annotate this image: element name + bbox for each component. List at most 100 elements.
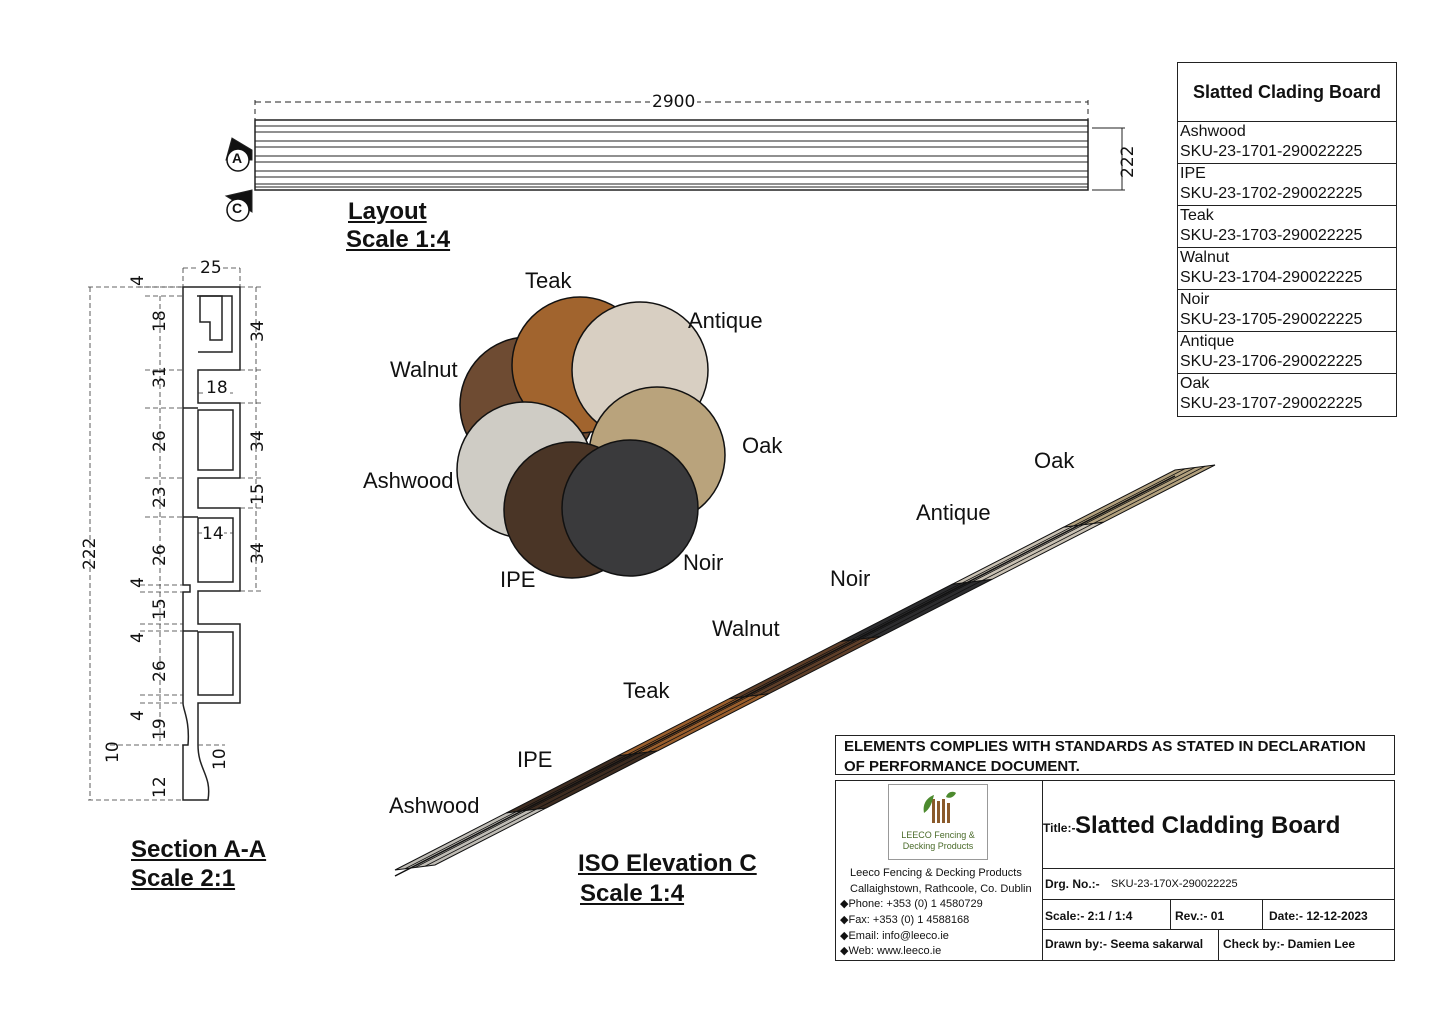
title-cell: Title:- Slatted Cladding Board [1043, 781, 1394, 869]
section-left-dim: 4 [128, 632, 148, 643]
company-address: Callaighstown, Rathcoole, Co. Dublin [850, 883, 1032, 895]
sku-code: SKU-23-1702-290022225 [1180, 185, 1363, 202]
company-logo: LEECO Fencing & Decking Products [888, 784, 988, 860]
scale-value: Scale:- 2:1 / 1:4 [1045, 909, 1133, 923]
swatch-noir [561, 439, 699, 577]
section-left-dim: 4 [128, 710, 148, 721]
swatch-label: IPE [500, 567, 536, 592]
sku-code: SKU-23-1705-290022225 [1180, 311, 1363, 328]
iso-bottom-edge [394, 475, 1176, 877]
iso-slat-line [1083, 467, 1196, 525]
layout-scale: Scale 1:4 [346, 226, 451, 253]
phone-line: ◆Phone: +353 (0) 1 4580729 [840, 897, 983, 912]
iso-slat-line [404, 811, 517, 870]
company-panel: LEECO Fencing & Decking Products Leeco F… [836, 781, 1043, 960]
section-left-dim: 18 [150, 310, 170, 332]
section-right-dim: 34 [248, 320, 268, 342]
section-left-dim: 4 [128, 275, 148, 286]
section-right-dim: 34 [248, 542, 268, 564]
length-dimension: 2900 [650, 92, 698, 112]
iso-slat-line [850, 582, 963, 641]
iso-marker-c: C [232, 200, 243, 216]
iso-slat-line [647, 694, 760, 753]
scale-cell: Scale:- 2:1 / 1:4 [1043, 900, 1171, 930]
leaf-logo-icon [923, 791, 956, 823]
sku-finish: Antique [1180, 333, 1235, 350]
iso-slat-line [981, 523, 1094, 581]
inner-dim-14: 14 [202, 524, 224, 544]
drawn-cell: Drawn by:- Seema sakarwal [1043, 930, 1219, 960]
section-right-dim: 10 [210, 748, 230, 770]
sku-code: SKU-23-1707-290022225 [1180, 395, 1363, 412]
drg-label: Drg. No.:- [1045, 877, 1100, 891]
web-line: ◆Web: www.leeco.ie [840, 944, 941, 959]
diamond-bullet-icon: ◆ [840, 898, 849, 910]
section-marker-a: A [232, 150, 243, 166]
section-profile [182, 286, 241, 801]
date-value: Date:- 12-12-2023 [1269, 909, 1368, 923]
iso-segment-label: Antique [916, 500, 991, 525]
section-left-dim: 23 [150, 486, 170, 508]
logo-text-2: Decking Products [902, 841, 974, 851]
check-cell: Check by:- Damien Lee [1219, 930, 1394, 960]
company-email: Email: info@leeco.ie [848, 930, 949, 942]
section-total-height: 222 [80, 537, 100, 570]
section-title: Section A-A [131, 836, 267, 863]
iso-segment-label: Teak [623, 678, 670, 703]
date-cell: Date:- 12-12-2023 [1263, 900, 1394, 930]
iso-slat-line [739, 639, 851, 698]
sku-finish: Oak [1180, 375, 1210, 392]
layout-board [224, 100, 1125, 222]
section-left-dim: 26 [150, 544, 170, 566]
iso-slat-line [860, 581, 973, 640]
iso-scale: Scale 1:4 [580, 880, 685, 907]
section-scale: Scale 2:1 [131, 865, 236, 892]
iso-board [394, 464, 1216, 877]
iso-slat-line [1073, 468, 1186, 527]
iso-slat-line [1093, 465, 1206, 524]
iso-slat-line [526, 752, 639, 811]
swatch-label: Noir [683, 550, 724, 575]
swatch-label: Ashwood [363, 468, 454, 493]
drawn-by: Drawn by:- Seema sakarwal [1045, 937, 1204, 951]
iso-slat-line [414, 810, 527, 868]
section-left-dim: 31 [150, 366, 170, 388]
sku-code: SKU-23-1704-290022225 [1180, 269, 1363, 286]
rev-cell: Rev.:- 01 [1171, 900, 1263, 930]
iso-slat-line [759, 637, 871, 696]
logo-text-1: LEECO Fencing & [901, 830, 975, 840]
iso-slat-line [961, 525, 1074, 584]
diamond-bullet-icon: ◆ [840, 945, 849, 957]
title-block: LEECO Fencing & Decking Products Leeco F… [835, 780, 1395, 961]
section-left-dim: 19 [150, 718, 170, 740]
drg-value: SKU-23-170X-290022225 [1111, 878, 1238, 890]
layout-title: Layout [348, 198, 427, 225]
iso-slat-line [516, 754, 629, 812]
diamond-bullet-icon: ◆ [840, 930, 849, 942]
section-right-dim: 15 [248, 483, 268, 505]
sku-code: SKU-23-1703-290022225 [1180, 227, 1363, 244]
swatch-label: Walnut [390, 357, 458, 382]
swatch-label: Oak [742, 433, 783, 458]
inner-dim-18: 18 [206, 378, 228, 398]
rev-value: Rev.:- 01 [1175, 909, 1225, 923]
company-phone: Phone: +353 (0) 1 4580729 [848, 898, 983, 910]
sku-finish: Ashwood [1180, 123, 1246, 140]
iso-slat-line [971, 524, 1084, 583]
iso-segment-label: Noir [830, 566, 871, 591]
fax-line: ◆Fax: +353 (0) 1 4588168 [840, 913, 969, 928]
section-left-dim: 4 [128, 577, 148, 588]
compliance-notice: ELEMENTS COMPLIES WITH STANDARDS AS STAT… [835, 735, 1395, 775]
iso-slat-line [536, 751, 649, 810]
iso-slat-line [424, 808, 537, 867]
company-name: Leeco Fencing & Decking Products [850, 867, 1022, 879]
iso-slat-line [749, 638, 861, 697]
sku-code: SKU-23-1706-290022225 [1180, 353, 1363, 370]
section-left-dim: 12 [150, 776, 170, 798]
iso-slat-line [637, 695, 750, 754]
